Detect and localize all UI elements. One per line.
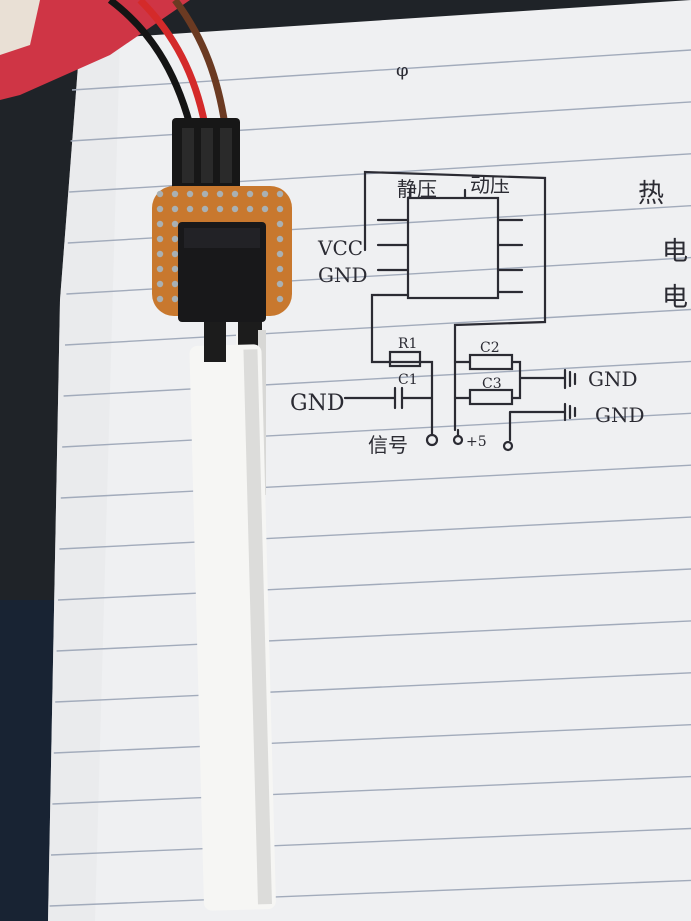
pcb-pad xyxy=(246,190,254,198)
pcb-pad xyxy=(276,220,284,228)
ruled-line xyxy=(50,827,691,856)
ruled-line xyxy=(52,775,691,805)
margin-text-3: 电 xyxy=(662,283,688,313)
r1-label: R1 xyxy=(398,336,417,352)
pcb-pad xyxy=(171,190,179,198)
gnd-chip-label: GND xyxy=(318,263,368,287)
wire-black xyxy=(107,0,194,126)
chip-label-dynamic: 动压 xyxy=(470,173,510,197)
pcb-pad xyxy=(156,250,164,258)
pcb-pad xyxy=(156,280,164,288)
gnd-left-label: GND xyxy=(290,391,344,416)
vcc-label: VCC xyxy=(317,236,363,260)
margin-text-2: 电 xyxy=(662,237,688,267)
pcb-pad xyxy=(156,190,164,198)
ruled-line xyxy=(49,879,691,907)
ruled-line xyxy=(62,412,691,448)
pcb-pad xyxy=(231,205,239,213)
pcb-pad xyxy=(216,205,224,213)
pcb-pad xyxy=(156,220,164,228)
red-cable-sleeve xyxy=(0,0,190,100)
notebook-paper xyxy=(48,0,691,921)
pcb-pad xyxy=(186,190,194,198)
pcb-pad xyxy=(216,190,224,198)
pcb-pad xyxy=(171,295,179,303)
pcb-pad xyxy=(276,280,284,288)
pcb-pad xyxy=(276,265,284,273)
pcb-pad xyxy=(186,205,194,213)
pcb-pad xyxy=(276,190,284,198)
gnd-c3-label: GND xyxy=(595,403,645,427)
plus5-label: +5 xyxy=(466,434,487,450)
ruled-lines xyxy=(49,49,691,907)
pcb-pad xyxy=(246,205,254,213)
ruled-line xyxy=(55,672,691,703)
margin-text-1: 热 xyxy=(638,179,664,209)
pcb-pad xyxy=(156,265,164,273)
signal-label: 信号 xyxy=(368,433,408,457)
pcb-pad xyxy=(201,205,209,213)
pcb-pad xyxy=(261,190,269,198)
pcb-pad xyxy=(156,235,164,243)
pcb-pad xyxy=(156,205,164,213)
pcb-pad xyxy=(171,280,179,288)
c1-label: C1 xyxy=(398,372,418,388)
pcb-pad xyxy=(171,250,179,258)
ruled-line xyxy=(57,568,691,601)
pcb-pad xyxy=(156,295,164,303)
c2-label: C2 xyxy=(480,340,500,356)
pcb-pad xyxy=(171,235,179,243)
ruled-line xyxy=(53,724,691,754)
c3-label: C3 xyxy=(482,376,502,392)
pcb-pad xyxy=(261,205,269,213)
ruled-line xyxy=(56,620,691,652)
top-mark: φ xyxy=(396,60,409,81)
pcb-pad xyxy=(201,190,209,198)
pcb-pad xyxy=(276,205,284,213)
pcb-pad xyxy=(171,205,179,213)
pcb-pad xyxy=(171,265,179,273)
wire-red xyxy=(137,0,209,126)
ruled-line xyxy=(63,360,691,397)
pcb-pad xyxy=(171,220,179,228)
hand-drawn-schematic xyxy=(343,170,577,452)
ruled-line xyxy=(60,464,691,499)
wire-brown xyxy=(172,0,229,126)
pcb-pad xyxy=(276,295,284,303)
pcb-pads xyxy=(156,190,284,303)
pcb-pad xyxy=(276,235,284,243)
gnd-c2-label: GND xyxy=(588,367,638,391)
pcb-pad xyxy=(276,250,284,258)
chip-label-static: 静压 xyxy=(397,177,437,201)
pcb-pad xyxy=(231,190,239,198)
ruled-line xyxy=(64,308,691,346)
ruled-line xyxy=(59,516,691,550)
